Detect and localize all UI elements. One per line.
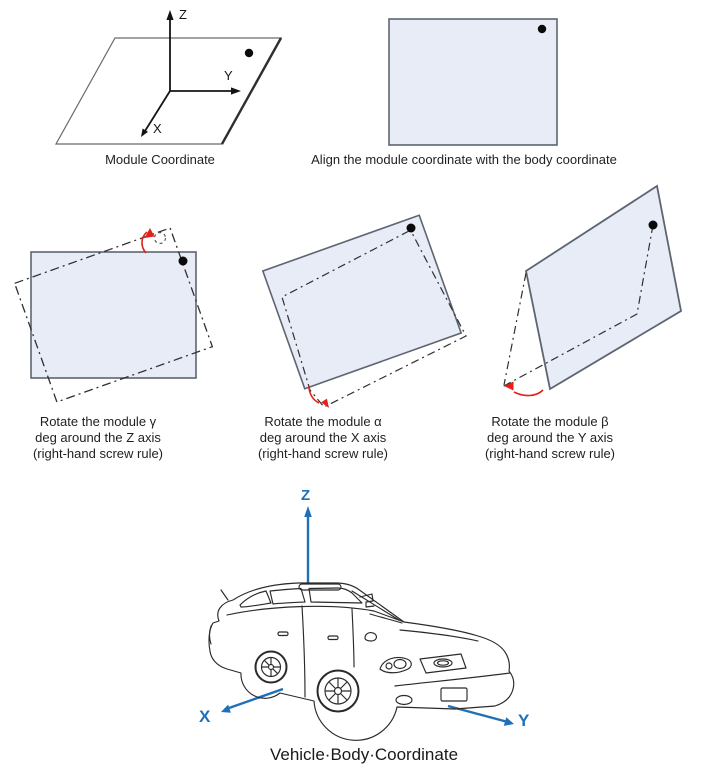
rotate-x-panel xyxy=(261,214,463,390)
module-plane-edge xyxy=(220,37,283,145)
rotate-z-panel xyxy=(30,251,197,379)
rotate-y-ghost-left-line xyxy=(503,272,527,386)
vehicle-diagram xyxy=(208,506,515,741)
rotate-z-caption: Rotate the module γ deg around the Z axi… xyxy=(32,414,164,461)
module-z-arrowhead xyxy=(166,10,174,20)
rotate-z-arrow-curve xyxy=(141,231,148,254)
rotate-y-arrowhead xyxy=(504,381,514,391)
rotate-z-diagram xyxy=(13,227,214,403)
vehicle-x-arrowhead xyxy=(221,704,231,713)
vehicle-y-label: Y xyxy=(518,711,530,730)
rotate-y-arrow-curve xyxy=(513,389,544,397)
module-x-label: X xyxy=(153,121,162,136)
module-y-label: Y xyxy=(224,68,233,83)
car-drawing xyxy=(208,582,515,741)
aligned-module-diagram xyxy=(388,18,558,146)
rotate-y-ghost-right-line xyxy=(501,224,654,388)
rotate-y-marker-dot xyxy=(648,220,658,230)
module-y-arrowhead xyxy=(231,87,241,95)
rotate-y-diagram xyxy=(501,184,683,397)
rotate-z-ghost-outline xyxy=(13,227,214,403)
rotate-x-arrowhead xyxy=(319,398,329,408)
vehicle-body-coordinate-caption: Vehicle·Body·Coordinate xyxy=(269,745,459,764)
module-coordinate-diagram xyxy=(54,10,283,145)
rotate-x-diagram xyxy=(261,214,467,408)
rotate-y-panel xyxy=(524,184,683,391)
module-z-label: Z xyxy=(179,7,187,22)
module-x-arrowhead xyxy=(141,128,148,137)
module-x-axis xyxy=(144,90,171,132)
rotate-x-arrow-curve xyxy=(308,385,320,404)
vehicle-x-axis xyxy=(228,687,284,710)
rotate-z-pivot-circle xyxy=(153,231,167,245)
rotate-x-caption: Rotate the module α deg around the X axi… xyxy=(257,414,389,461)
vehicle-z-label: Z xyxy=(301,487,311,504)
rotate-x-marker-dot xyxy=(406,223,416,233)
module-marker-dot xyxy=(244,48,254,58)
aligned-module-panel xyxy=(388,18,558,146)
vehicle-x-label: X xyxy=(199,707,211,726)
rotate-z-marker-dot xyxy=(178,256,188,266)
module-coordinate-caption: Module Coordinate xyxy=(105,152,215,167)
vehicle-y-arrowhead xyxy=(503,717,514,726)
aligned-marker-dot xyxy=(537,24,547,34)
align-step-caption: Align the module coordinate with the bod… xyxy=(311,152,617,167)
vehicle-z-arrowhead xyxy=(304,506,312,517)
rotate-y-caption: Rotate the module β deg around the Y axi… xyxy=(484,414,616,461)
rotate-z-arrowhead xyxy=(144,228,155,238)
